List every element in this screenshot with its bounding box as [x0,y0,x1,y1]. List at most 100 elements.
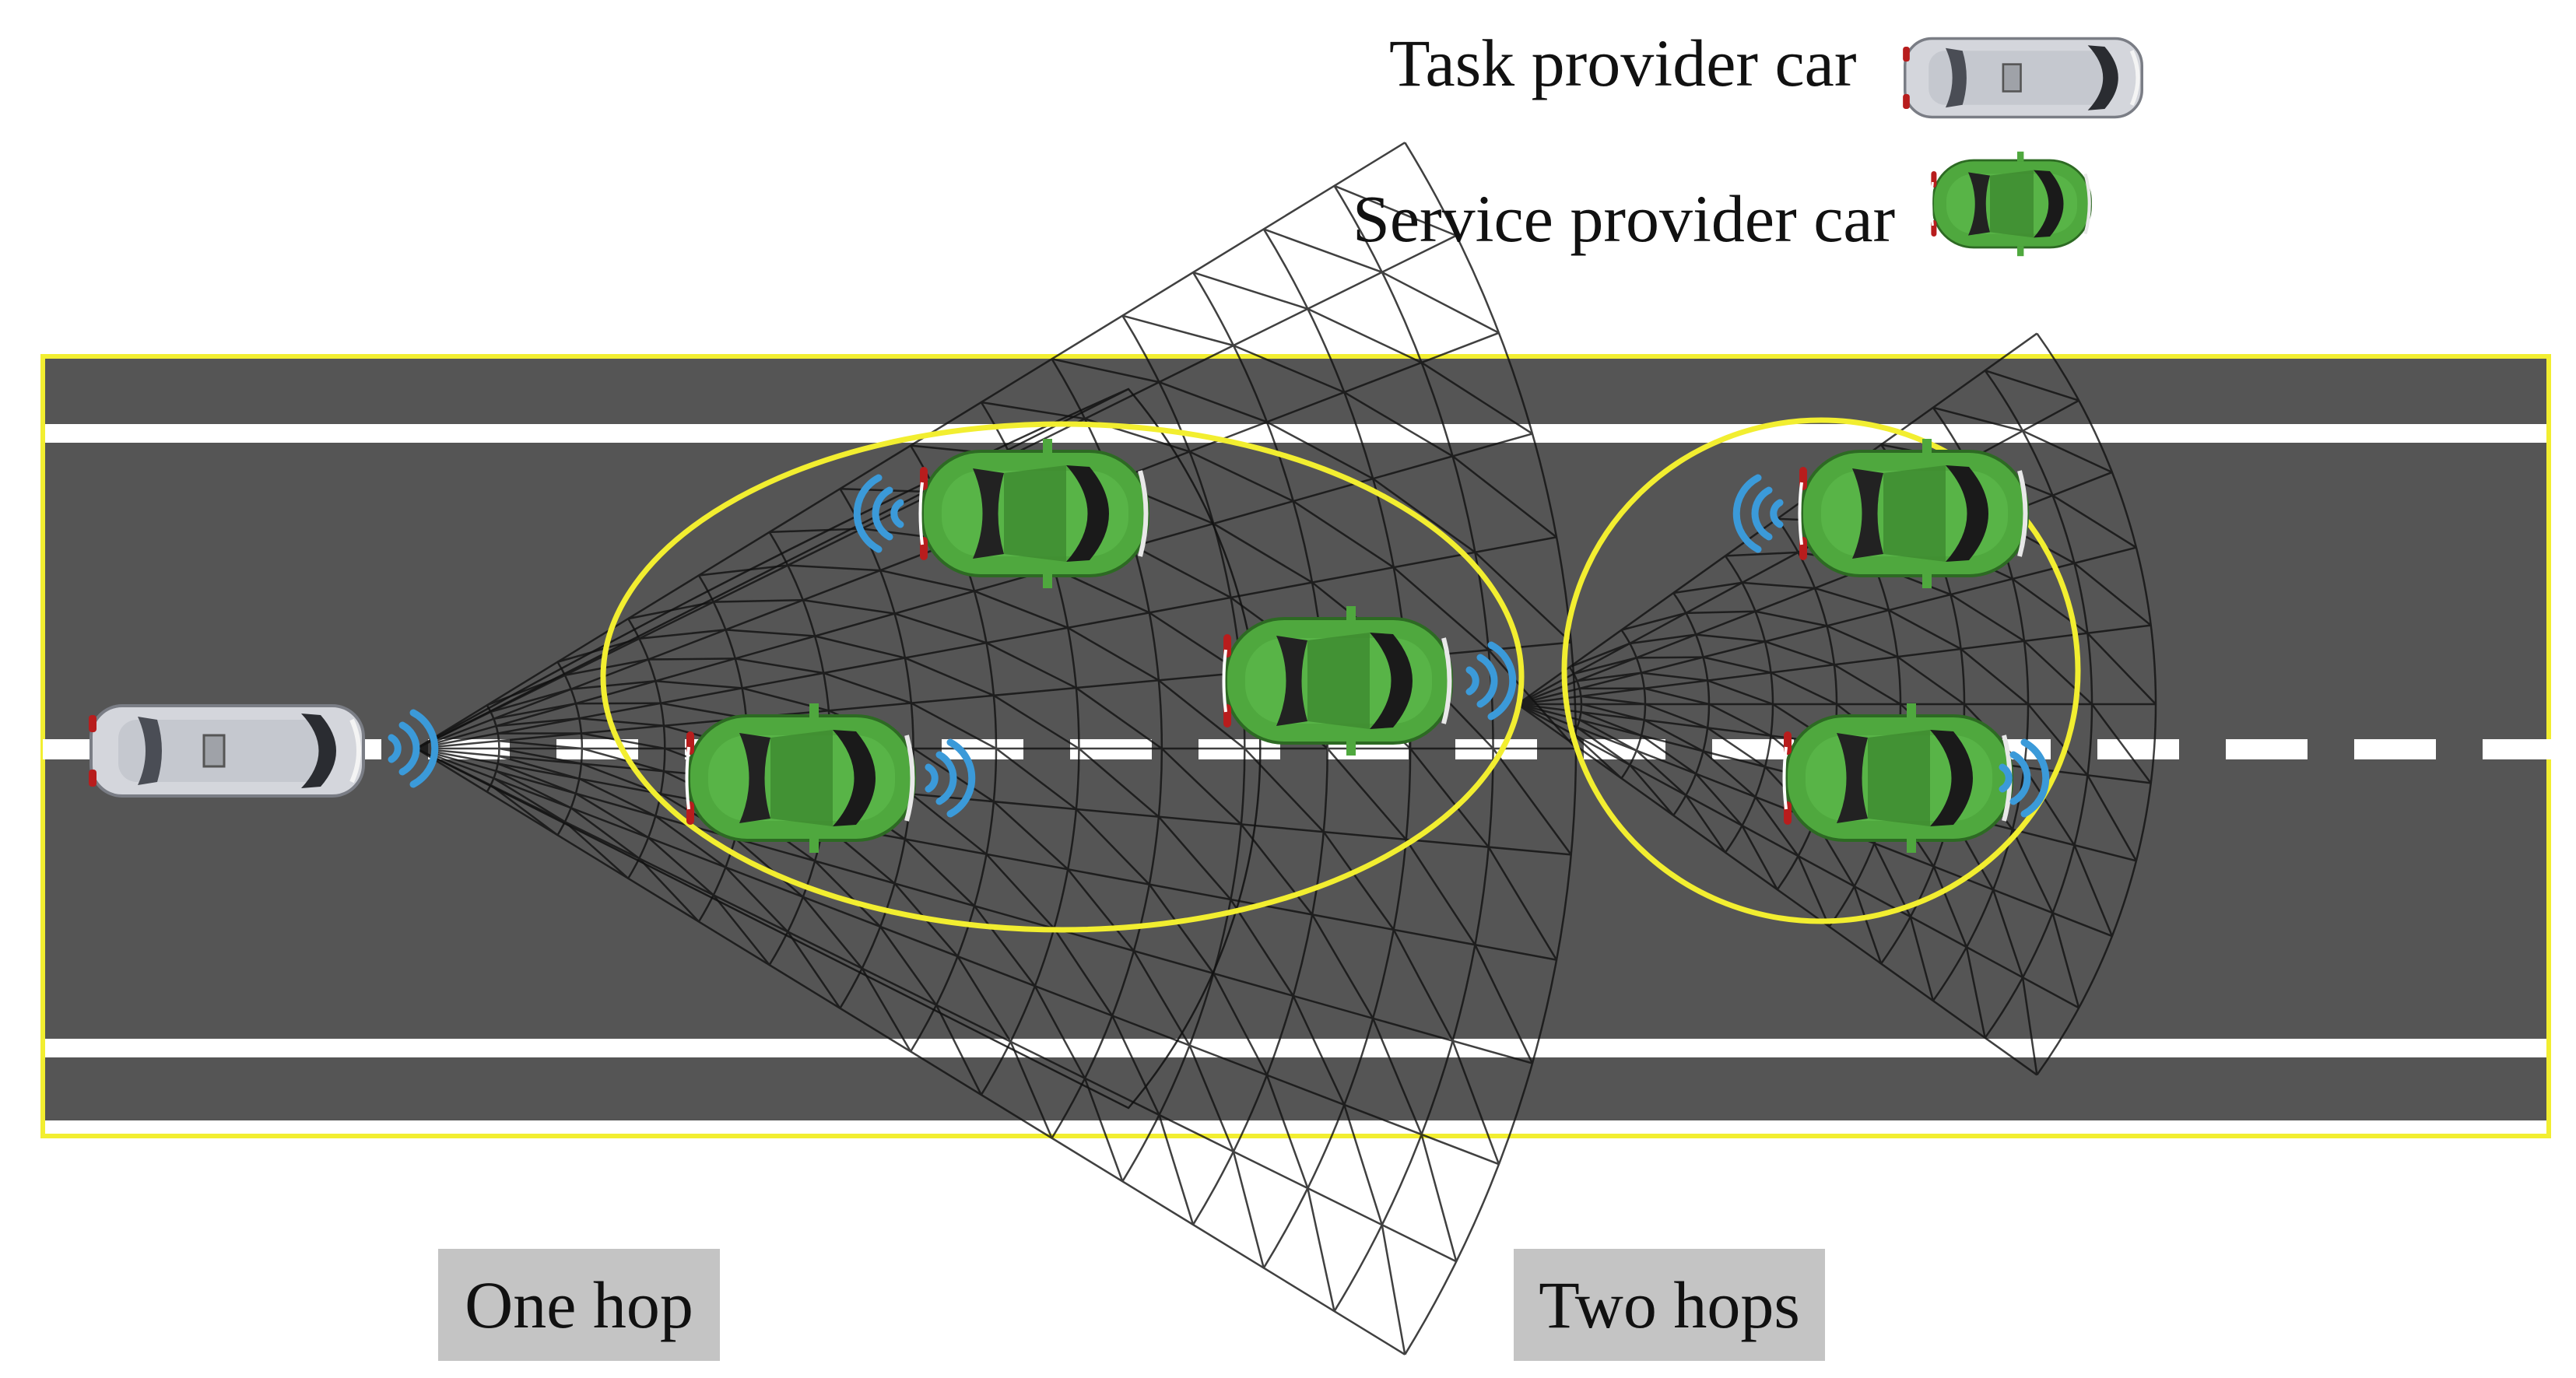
mesh-diagonal [564,821,630,879]
mesh-diagonal [904,838,975,907]
mesh-diagonal [2086,632,2157,705]
mesh-diagonal [1474,551,1572,643]
mesh-diagonal [1897,656,1965,706]
mesh-diagonal [1159,380,1268,423]
mesh-diagonal [1213,973,1269,1076]
mesh-diagonal [1392,566,1490,651]
mesh-diagonal [904,657,995,696]
mesh-diagonal [575,792,649,839]
mesh-diagonal [1451,455,1557,538]
mesh-diagonal [1487,847,1558,961]
mesh-diagonal [788,564,881,572]
mesh-diagonal [974,590,1069,629]
mesh-diagonal [581,747,665,773]
mesh-diagonal [581,732,665,750]
service-provider-car-5 [1784,703,2012,853]
mesh-diagonal [1644,703,1708,729]
mesh-diagonal [1696,633,1766,643]
mesh-diagonal [497,763,577,794]
mesh-diagonal [1381,1224,1406,1355]
mesh-diagonal [1581,703,1645,721]
mesh-diagonal [1240,823,1314,916]
mesh-diagonal [1932,406,2023,432]
mesh-diagonal [1708,703,1772,737]
mesh-diagonal [1577,671,1642,682]
mesh-diagonal [1685,794,1726,854]
mesh-diagonal [1742,581,1816,590]
mesh-diagonal [1797,855,1830,927]
mesh-diagonal [1051,358,1160,384]
mesh-diagonal [1266,421,1374,480]
mesh-diagonal [712,894,770,966]
mesh-diagonal [1067,626,1160,682]
mesh-diagonal [1326,748,1407,840]
mesh-diagonal [1641,735,1697,775]
mesh-diagonal [1405,839,1476,945]
mesh-diagonal [2090,703,2152,784]
mesh-diagonal [1265,1075,1309,1189]
mesh-diagonal [496,717,580,728]
mesh-diagonal [879,569,975,592]
mesh-diagonal [570,807,640,860]
mesh-diagonal [1573,657,1637,675]
mesh-diagonal [713,598,803,603]
mesh-diagonal [1158,679,1246,749]
mesh-diagonal [490,688,572,714]
mesh-diagonal [638,857,700,923]
mesh-diagonal [1741,825,1778,890]
mesh-diagonal [1132,950,1191,1047]
mesh-diagonal [578,777,656,817]
mesh-diagonal [725,866,789,933]
mesh-diagonal [1343,391,1454,458]
mesh-diagonal [1334,184,1457,237]
mesh-diagonal [1148,883,1215,974]
mesh-diagonal [1420,1134,1458,1262]
mesh-diagonal [2051,912,2080,1008]
mesh-diagonal [1192,271,1308,310]
mesh-diagonal [1635,749,1687,797]
mesh-diagonal [814,860,882,927]
mesh-diagonal [1451,1040,1500,1165]
mesh-diagonal [655,680,742,689]
service-provider-car-3 [1223,606,1451,756]
mesh-diagonal [1372,1018,1423,1135]
mesh-diagonal [1188,1045,1235,1152]
service-provider-car-2 [686,703,914,853]
mesh-diagonal [1381,271,1500,334]
lane-dash [2226,739,2308,759]
mesh-diagonal [655,815,727,868]
mesh-diagonal [861,967,912,1053]
mesh-diagonal [1764,640,1835,666]
mesh-diagonal [1009,1041,1053,1139]
mesh-diagonal [498,740,582,750]
mesh-diagonal [1630,633,1697,645]
mesh-diagonal [2086,774,2137,861]
mesh-diagonal [1573,734,1623,780]
mesh-diagonal [1695,773,1743,826]
lane-dash [2483,739,2564,759]
mesh-diagonal [1067,868,1135,952]
mesh-diagonal [802,598,895,615]
mesh-diagonal [993,694,1080,750]
mesh-diagonal [995,748,1077,810]
mesh-diagonal [1644,687,1710,706]
mesh-diagonal [734,837,804,898]
mesh-diagonal [1673,581,1742,594]
mesh-diagonal [648,836,714,896]
mesh-diagonal [823,671,912,704]
mesh-diagonal [1754,796,1799,857]
mesh-diagonal [627,601,714,620]
mesh-diagonal [1636,656,1704,659]
mesh-diagonal [1122,314,1234,347]
mesh-diagonal [735,657,824,675]
mesh-diagonal [1213,522,1313,584]
mesh-diagonal [1158,1114,1195,1225]
mesh-diagonal [498,755,580,780]
mesh-diagonal [2073,844,2114,937]
mesh-diagonal [579,717,665,728]
mesh-diagonal [1160,748,1242,826]
mesh-diagonal [564,658,649,677]
mesh-diagonal [1474,944,1534,1064]
mesh-diagonal [1644,719,1704,752]
service-provider-car-1 [920,439,1148,588]
